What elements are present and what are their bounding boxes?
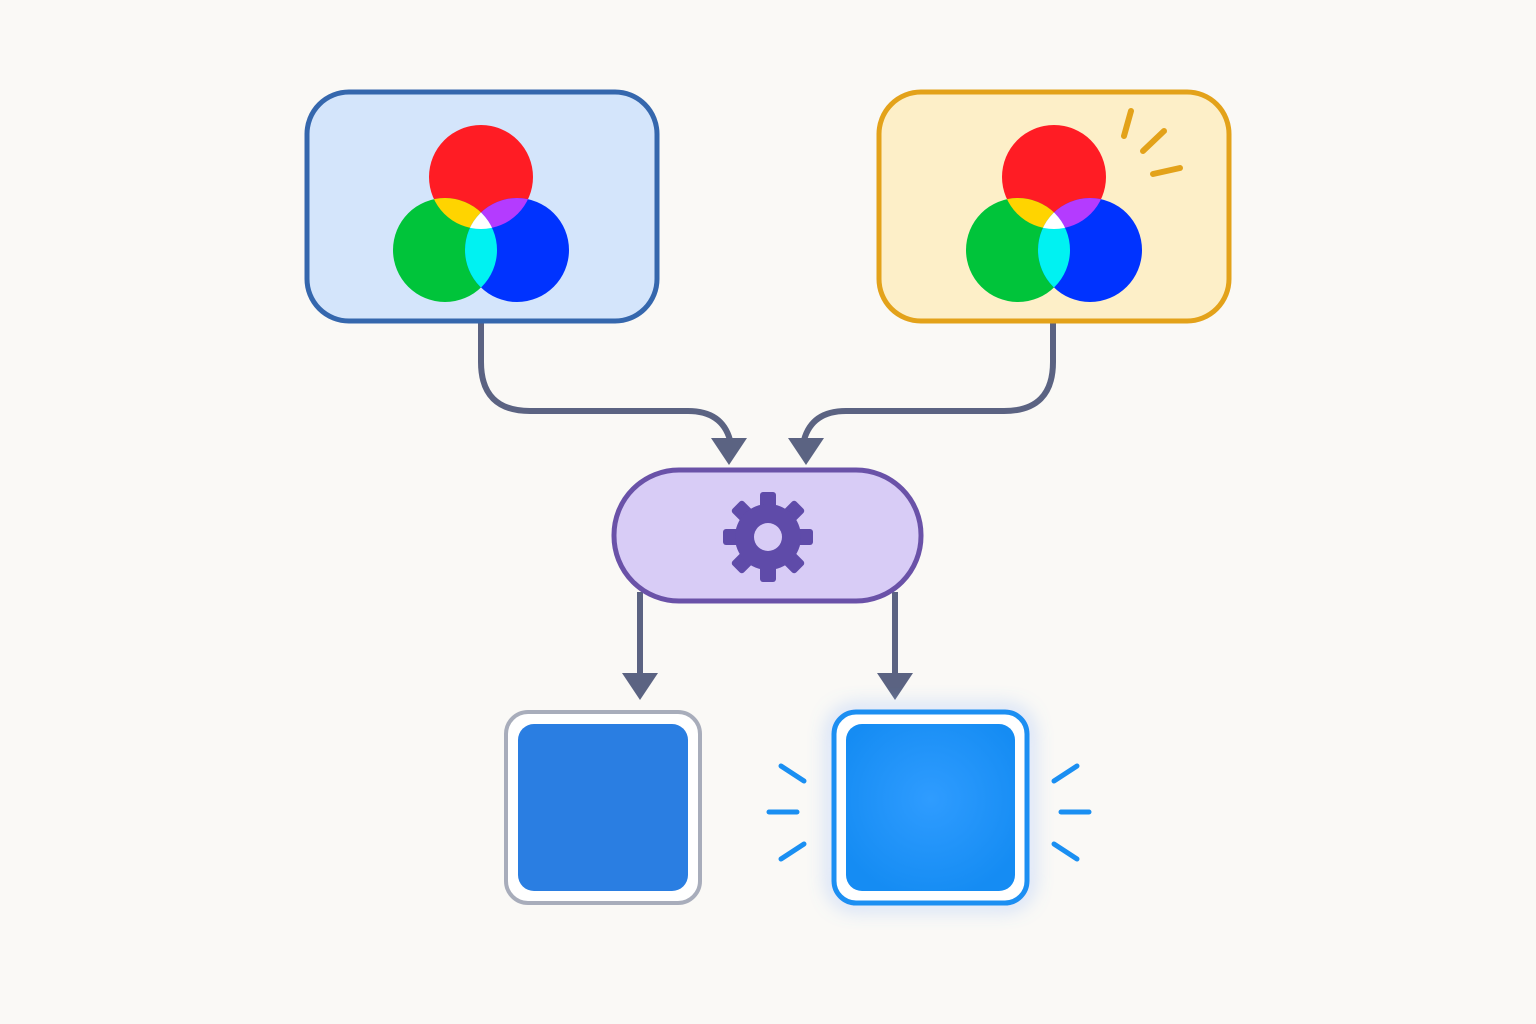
processor-node [611,467,924,604]
rgb-color-wheel-icon [966,125,1142,302]
output-glowing-node [766,709,1092,906]
arrowhead-right-input [788,438,824,465]
output-standard-node [504,710,702,905]
magenta-overlap [465,198,533,229]
arrowhead-left-input [711,438,747,465]
yellow-overlap [1002,198,1070,229]
output-standard-square [518,724,688,891]
sparkle-icon [1121,108,1183,177]
connector-right-input-to-processor [801,322,1056,441]
rgb-color-wheel-icon [393,125,569,302]
arrowhead-output-glowing [877,673,913,700]
sparkle-icon [766,763,1092,862]
arrowhead-output-standard [622,673,658,700]
connector-left-input-to-processor [478,322,733,441]
output-glowing-square [846,724,1015,891]
magenta-overlap [1038,198,1106,229]
connectors [478,322,1056,700]
yellow-overlap [429,198,497,229]
gear-icon [723,492,813,582]
left-input-node [304,89,660,324]
right-input-node [876,89,1232,324]
